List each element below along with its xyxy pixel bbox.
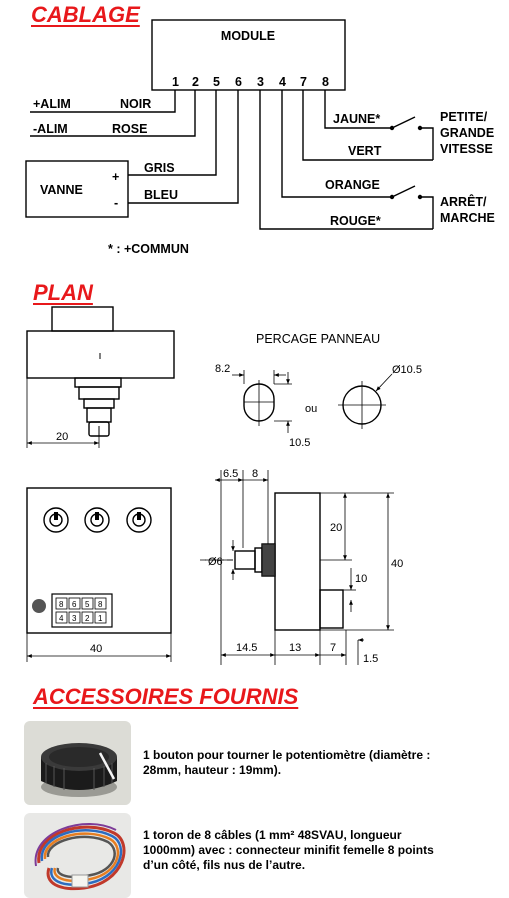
- switch-onoff-contact: [420, 196, 434, 229]
- dim-10: 10: [355, 573, 367, 585]
- pin-label: 4: [279, 75, 286, 89]
- cable-photo: [24, 813, 131, 898]
- wire-orange: [281, 90, 392, 198]
- module-label: MODULE: [221, 29, 275, 43]
- vert-label: VERT: [348, 144, 382, 158]
- dim-top-width: 20: [56, 431, 68, 443]
- wire-vert: [302, 90, 433, 161]
- speed-switch-label-3: VITESSE: [440, 142, 493, 156]
- wire-noir: [30, 90, 176, 113]
- knob-description: 1 bouton pour tourner le potentiomètre (…: [143, 748, 431, 777]
- wiring-diagram: [25, 19, 434, 230]
- wire-rose: [30, 90, 196, 137]
- bleu-label: BLEU: [144, 188, 178, 202]
- dim-13: 13: [289, 642, 301, 654]
- side-view-body: [274, 492, 321, 631]
- cable-description: 1 toron de 8 câbles (1 mm² 48SVAU, longu…: [143, 828, 434, 872]
- onoff-switch-label-2: MARCHE: [440, 211, 495, 225]
- valve-box: [25, 160, 129, 218]
- top-view-cap: [51, 306, 114, 332]
- footnote-common: * : +COMMUN: [108, 242, 189, 256]
- pin-label: 8: [322, 75, 329, 89]
- connector-pin-label: 5: [85, 600, 90, 609]
- section-heading-accessories: ACCESSOIRES FOURNIS: [33, 684, 299, 709]
- jaune-label: JAUNE*: [333, 112, 380, 126]
- front-view-body: [26, 487, 172, 634]
- speed-switch-label-2: GRANDE: [440, 126, 494, 140]
- valve-plus: +: [112, 170, 119, 184]
- valve-minus: -: [114, 196, 118, 210]
- module-box: [151, 19, 346, 91]
- dim-hole-diameter: Ø10.5: [392, 364, 422, 376]
- noir-label: NOIR: [120, 97, 151, 111]
- connector-pin-label: 2: [85, 614, 90, 623]
- dim-14-5: 14.5: [236, 642, 257, 654]
- dim-slot-width: 8.2: [215, 363, 230, 375]
- front-view-dials: [32, 512, 141, 613]
- connector-pins: 8 6 5 8 4 3 2 1: [59, 600, 103, 623]
- pin-numbers: 1 2 5 6 3 4 7 8: [172, 75, 329, 89]
- pin-label: 2: [192, 75, 199, 89]
- panel-drilling-title: PERCAGE PANNEAU: [256, 332, 380, 346]
- front-view-drawing: [26, 487, 172, 662]
- orange-label: ORANGE: [325, 178, 380, 192]
- connector-pin-label: 4: [59, 614, 64, 623]
- plus-alim-label: +ALIM: [33, 97, 71, 111]
- pin-label: 5: [213, 75, 220, 89]
- connector-outline: [51, 593, 113, 628]
- switch-speed-blade: [391, 116, 416, 129]
- connector-pin-label: 6: [72, 600, 77, 609]
- gris-label: GRIS: [144, 161, 175, 175]
- dim-6-5: 6.5: [223, 468, 238, 480]
- side-view-nut: [262, 544, 275, 576]
- pin-label: 7: [300, 75, 307, 89]
- wire-gris: [128, 90, 217, 176]
- dim-shaft-diameter: Ø6: [208, 556, 223, 568]
- dim-front-width: 40: [90, 643, 102, 655]
- side-view-drawing: [200, 470, 394, 665]
- pin-label: 6: [235, 75, 242, 89]
- switch-onoff-blade: [391, 185, 416, 198]
- connector-pin-label: 3: [72, 614, 77, 623]
- dim-40: 40: [391, 558, 403, 570]
- wire-jaune: [324, 90, 392, 129]
- dim-8: 8: [252, 468, 258, 480]
- rose-label: ROSE: [112, 122, 147, 136]
- wire-rouge: [259, 90, 433, 230]
- dim-7: 7: [330, 642, 336, 654]
- onoff-switch-label-1: ARRÊT/: [440, 194, 487, 209]
- minus-alim-label: -ALIM: [33, 122, 68, 136]
- switch-speed-contact: [420, 127, 434, 160]
- dim-slot-height: 10.5: [289, 437, 310, 449]
- dim-20: 20: [330, 522, 342, 534]
- wire-bleu: [128, 90, 239, 204]
- knob-photo: [24, 721, 131, 805]
- speed-switch-label-1: PETITE/: [440, 110, 488, 124]
- valve-label: VANNE: [40, 183, 83, 197]
- connector-pin-label: 8: [98, 600, 103, 609]
- pin-label: 3: [257, 75, 264, 89]
- connector-pin-label: 1: [98, 614, 103, 623]
- section-heading-cablage: CABLAGE: [31, 2, 140, 27]
- panel-drilling-drawing: [232, 370, 393, 433]
- top-view-drawing: [26, 306, 175, 448]
- connector-pin-label: 8: [59, 600, 64, 609]
- section-heading-plan: PLAN: [33, 280, 93, 305]
- rouge-label: ROUGE*: [330, 214, 381, 228]
- pin-label: 1: [172, 75, 179, 89]
- dim-1-5: 1.5: [363, 653, 378, 665]
- or-label: ou: [305, 403, 317, 415]
